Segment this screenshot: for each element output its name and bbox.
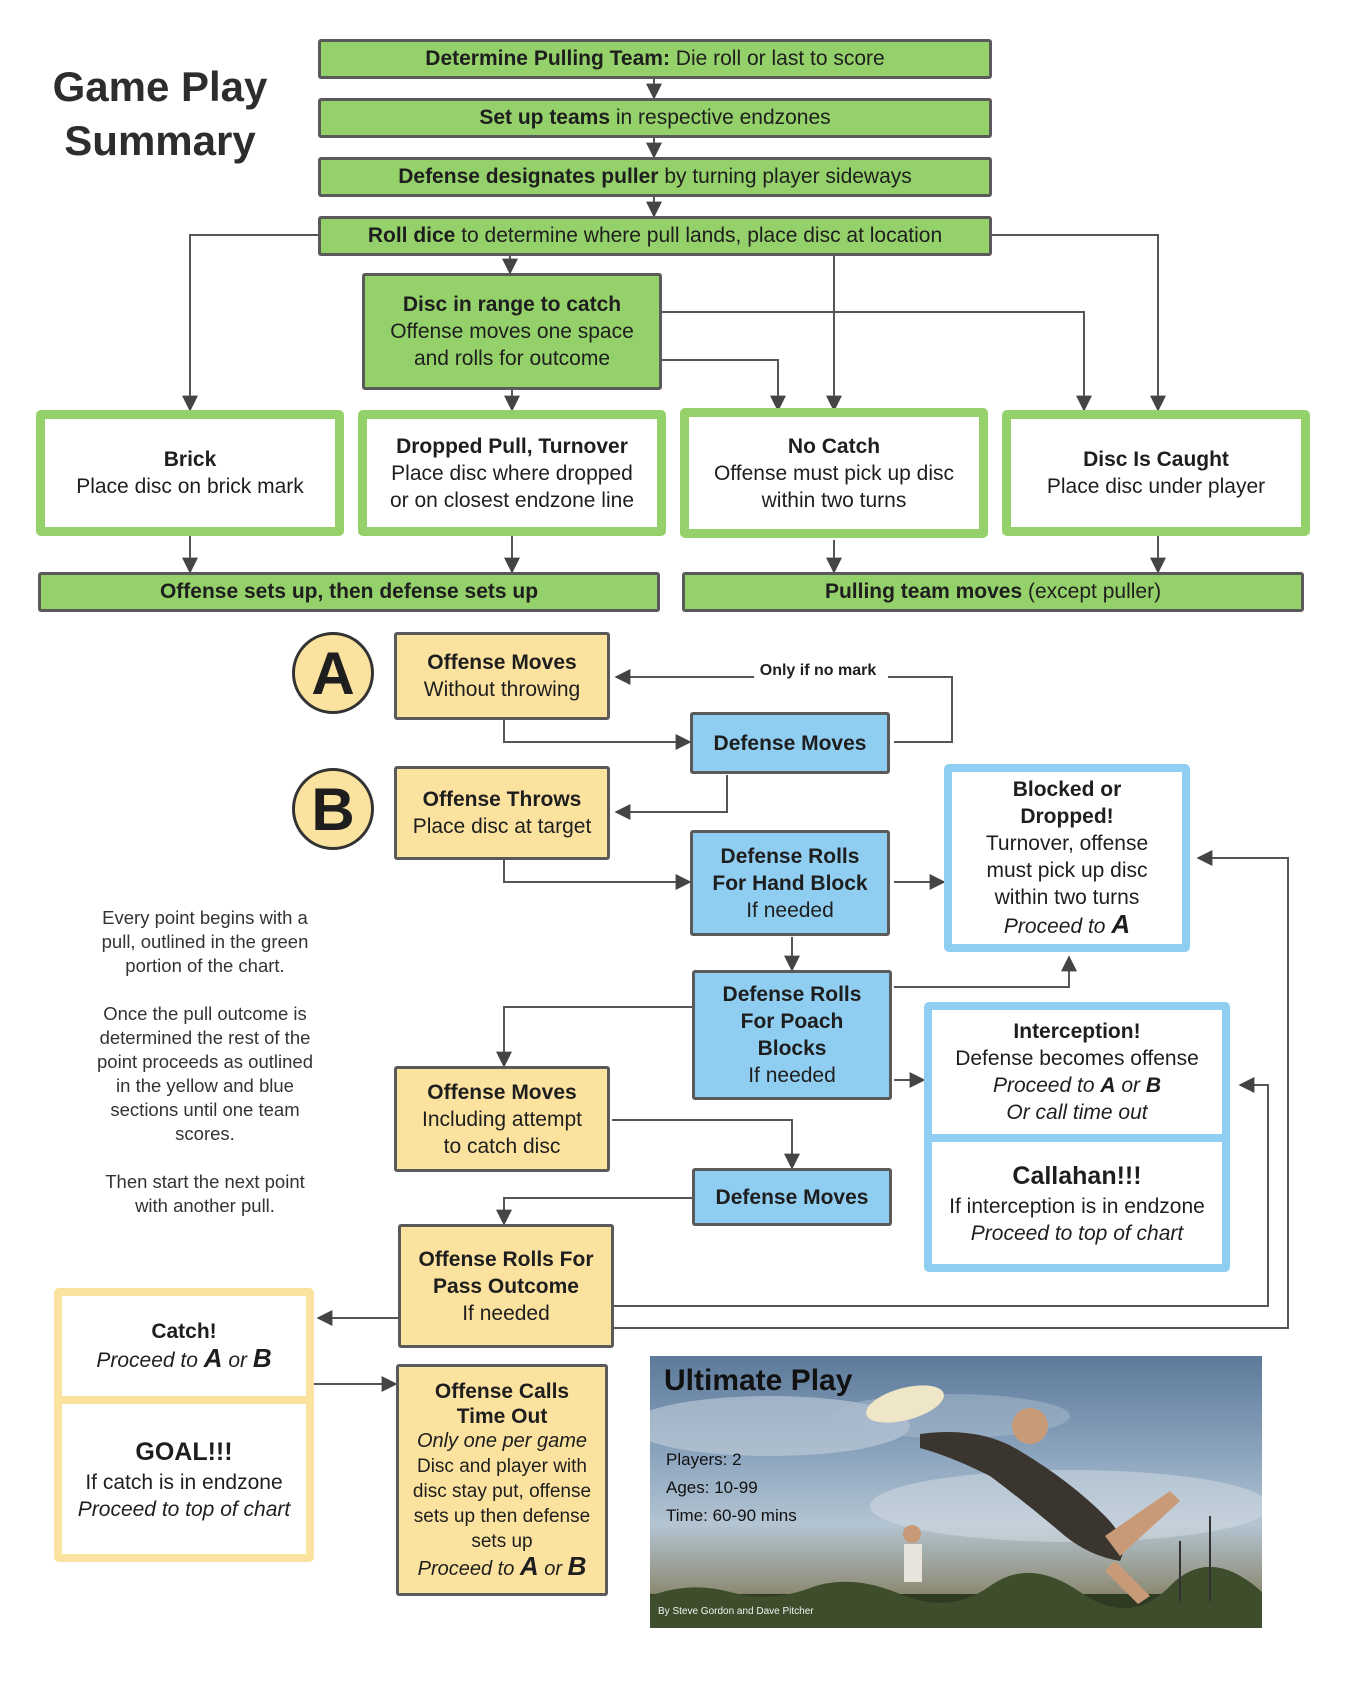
circle-a: A [292, 632, 374, 714]
note-paragraph-1: Every point begins with a pull, outlined… [101, 907, 309, 976]
step-roll-dice: Roll dice to determine where pull lands,… [318, 216, 992, 256]
step-determine-pulling-team: Determine Pulling Team: Die roll or last… [318, 39, 992, 79]
outcome-no-catch: No Catch Offense must pick up disc withi… [680, 408, 988, 538]
box-art-image: Ultimate Play Players: 2 Ages: 10-99 Tim… [650, 1356, 1262, 1628]
outcome-disc-caught: Disc Is Caught Place disc under player [1002, 410, 1310, 536]
goal-box: GOAL!!! If catch is in endzone Proceed t… [54, 1400, 314, 1562]
pass-outcome-box: Offense Rolls For Pass Outcome If needed [398, 1224, 614, 1348]
defense-moves-box-2: Defense Moves [692, 1168, 892, 1226]
offense-throws-box: Offense Throws Place disc at target [394, 766, 610, 860]
outcome-dropped-pull: Dropped Pull, Turnover Place disc where … [358, 410, 666, 536]
box-art-ages: Ages: 10-99 [666, 1478, 758, 1497]
circle-b: B [292, 768, 374, 850]
interception-box: Interception! Defense becomes offense Pr… [924, 1002, 1230, 1138]
poach-block-box: Defense Rolls For Poach Blocks If needed [692, 970, 892, 1100]
time-out-box: Offense Calls Time Out Only one per game… [396, 1364, 608, 1596]
title-line-1: Game Play [52, 63, 268, 110]
offense-moves-box: Offense Moves Without throwing [394, 632, 610, 720]
box-art-illustration [650, 1385, 1262, 1628]
hand-block-box: Defense Rolls For Hand Block If needed [690, 830, 890, 936]
only-if-no-mark-label: Only if no mark [759, 662, 877, 679]
disc-in-range-box: Disc in range to catch Offense moves one… [362, 273, 662, 390]
box-art-details: Players: 2 Ages: 10-99 Time: 60-90 mins [666, 1446, 797, 1530]
step-designate-puller: Defense designates puller by turning pla… [318, 157, 992, 197]
blocked-or-dropped-box: Blocked or Dropped! Turnover, offense mu… [944, 764, 1190, 952]
step-set-up-teams: Set up teams in respective endzones [318, 98, 992, 138]
title-line-2: Summary [64, 117, 256, 164]
page-title: Game Play Summary [40, 60, 280, 168]
outcome-brick: Brick Place disc on brick mark [36, 410, 344, 536]
catch-box: Catch! Proceed to A or B [54, 1288, 314, 1400]
note-paragraph-2: Once the pull outcome is determined the … [97, 1003, 313, 1144]
box-art-title: Ultimate Play [664, 1364, 853, 1397]
note-paragraph-3: Then start the next point with another p… [105, 1171, 305, 1216]
box-art-players: Players: 2 [666, 1450, 742, 1469]
defense-moves-box-1: Defense Moves [690, 712, 890, 774]
offense-moves-catch-box: Offense Moves Including attempt to catch… [394, 1066, 610, 1172]
box-art-credit: By Steve Gordon and Dave Pitcher [658, 1606, 814, 1617]
setup-offense-defense: Offense sets up, then defense sets up [38, 572, 660, 612]
box-art-time: Time: 60-90 mins [666, 1506, 797, 1525]
callahan-box: Callahan!!! If interception is in endzon… [924, 1138, 1230, 1272]
notes-block: Every point begins with a pull, outlined… [70, 906, 340, 1218]
setup-pulling-team: Pulling team moves (except puller) [682, 572, 1304, 612]
